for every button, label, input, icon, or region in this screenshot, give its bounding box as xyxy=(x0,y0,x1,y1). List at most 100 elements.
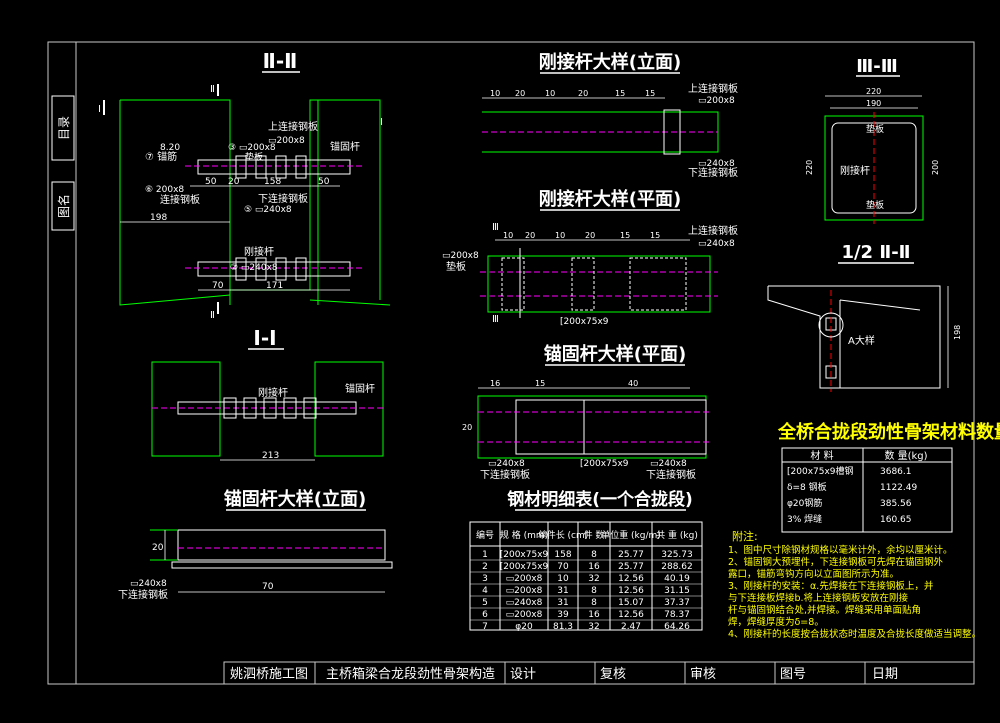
steel-cell: 16 xyxy=(588,610,600,620)
label-anchor-rod: 锚固杆 xyxy=(330,141,360,153)
steel-cell: 158 xyxy=(554,550,571,560)
rigid-elevation: 刚接杆大样(立面) 10 20 10 20 15 15 上连接钢板 ▭200x8… xyxy=(482,51,738,179)
total-row-3-material: φ20钢筋 xyxy=(787,497,822,509)
side-tab: 目录 图名 xyxy=(51,95,75,231)
steel-cell: 39 xyxy=(557,610,569,620)
steel-cell: 12.56 xyxy=(618,586,644,596)
anchor-plan-side: 20 xyxy=(462,423,472,432)
steel-cell: 3 xyxy=(482,574,488,584)
cut-mark-right: Ⅰ xyxy=(380,117,383,128)
steel-cell: 31 xyxy=(557,586,568,596)
steel-table-headers: 编号 规 格 (mm) 单件长 (cm) 件 数 单位重 (kg/m) 共 重 … xyxy=(476,529,698,541)
label-g2: ② ▭240x8 xyxy=(230,263,278,273)
steel-cell: 25.77 xyxy=(618,562,644,572)
title-block-design: 设计 xyxy=(510,667,536,682)
steel-cell: 2.47 xyxy=(621,622,641,632)
label-g7-anchor: ⑦ 锚筋 xyxy=(145,150,177,163)
steel-cell: 32 xyxy=(588,574,599,584)
steel-cell: ▭240x8 xyxy=(506,598,543,608)
title-block-approve: 审核 xyxy=(690,667,716,682)
rigid-plan-title: 刚接杆大样(平面) xyxy=(539,188,681,210)
steel-header-unitwt: 单位重 (kg/m) xyxy=(601,529,661,541)
section-I-I: Ⅰ-Ⅰ 刚接杆 锚固杆 213 xyxy=(151,326,384,461)
rigid-plan-dim-1: 10 xyxy=(503,231,513,240)
dim-50b: 50 xyxy=(318,177,330,187)
section-II-title: Ⅱ-Ⅱ xyxy=(263,49,298,73)
rigid-plan-pad-size: ▭200x8 xyxy=(442,251,479,261)
note-line: 1、图中尺寸除钢材规格以毫米计外，余均以厘米计。 xyxy=(728,544,953,556)
rigid-plan-channel: [200x75x9 xyxy=(560,317,609,327)
steel-cell: 4 xyxy=(482,586,488,596)
rigid-plan-dim-5: 15 xyxy=(620,231,630,240)
steel-cell: 31 xyxy=(557,598,568,608)
total-row-4-material: 3% 焊缝 xyxy=(787,513,822,525)
total-table-header-qty: 数 量(kg) xyxy=(884,449,927,462)
steel-cell: 8 xyxy=(591,586,597,596)
rigid-elev-lower-size: ▭240x8 xyxy=(698,159,735,169)
rigid-plan-dim-3: 10 xyxy=(555,231,565,240)
steel-cell: 12.56 xyxy=(618,610,644,620)
section-III-III: Ⅲ-Ⅲ 220 190 220 200 垫板 刚接杆 垫板 xyxy=(805,56,940,224)
half-section-detail: A大样 xyxy=(848,334,875,347)
anchor-plan-title: 锚固杆大样(平面) xyxy=(544,343,686,365)
rigid-plan-cut-bottom: Ⅲ xyxy=(492,314,499,325)
label-g3: ③ ▭200x8 xyxy=(228,143,276,153)
rigid-elev-dims: 10 20 10 20 15 15 xyxy=(490,89,655,98)
side-tab-drawing-name: 图名 xyxy=(56,194,71,218)
anchor-plan-lower-r: 下连接钢板 xyxy=(646,468,696,481)
steel-cell: 10 xyxy=(557,574,569,584)
side-tab-catalog: 目录 xyxy=(57,116,71,140)
label-plate-200x8: ▭200x8 xyxy=(268,136,305,146)
total-row-1-material: [200x75x9槽钢 xyxy=(787,465,854,477)
steel-cell: 12.56 xyxy=(618,574,644,584)
section-II-II: Ⅱ-Ⅱ Ⅱ Ⅱ Ⅰ Ⅰ 上连接钢板 ▭200x8 锚固杆 8 xyxy=(98,49,391,321)
steel-cell: φ20 xyxy=(515,622,533,632)
rigid-plan-upper-size: ▭240x8 xyxy=(698,239,735,249)
note-line: 4、刚接杆的长度按合拢状态时温度及合拢长度做适当调整。 xyxy=(728,628,981,640)
note-line: 与下连接板焊接b.将上连接钢板安放在刚接 xyxy=(728,592,909,604)
anchor-elev-plate: ▭240x8 xyxy=(130,579,167,589)
steel-header-len: 单件长 (cm) xyxy=(538,529,589,541)
label-g5: ⑤ ▭240x8 xyxy=(244,205,292,215)
steel-cell: 31.15 xyxy=(664,586,690,596)
note-line: 杆与锚固钢结合处,并焊接。焊缝采用单面贴角 xyxy=(728,604,921,616)
steel-header-count: 件 数 xyxy=(584,529,605,541)
section-III-title: Ⅲ-Ⅲ xyxy=(856,56,898,77)
steel-cell: 1 xyxy=(482,550,488,560)
title-block-project: 姚泗桥施工图 xyxy=(230,667,308,682)
total-row-4-qty: 160.65 xyxy=(880,515,912,525)
steel-cell: 15.07 xyxy=(618,598,644,608)
steel-cell: 25.77 xyxy=(618,550,644,560)
steel-cell: 288.62 xyxy=(661,562,693,572)
section-I-title: Ⅰ-Ⅰ xyxy=(253,326,276,350)
total-row-3-qty: 385.56 xyxy=(880,499,912,509)
steel-cell: 70 xyxy=(557,562,569,572)
rigid-elev-dim-1: 10 xyxy=(490,89,500,98)
anchor-elev-dim-h: 20 xyxy=(152,543,164,553)
steel-cell: 2 xyxy=(482,562,488,572)
dim-158: 158 xyxy=(264,177,281,187)
label-rigid-rod: 刚接杆 xyxy=(244,245,274,258)
section-III-dim-left: 220 xyxy=(805,160,814,175)
steel-cell: [200x75x9 xyxy=(500,562,549,572)
dim-20: 20 xyxy=(228,177,240,187)
steel-header-no: 编号 xyxy=(476,529,494,541)
rigid-elev-title: 刚接杆大样(立面) xyxy=(539,51,681,73)
rigid-elev-upper-plate: 上连接钢板 xyxy=(688,82,738,95)
steel-header-spec: 规 格 (mm) xyxy=(500,529,548,541)
steel-cell: ▭200x8 xyxy=(506,586,543,596)
notes: 附注: 1、图中尺寸除钢材规格以毫米计外，余均以厘米计。2、锚固钢大预埋件，下连… xyxy=(728,529,981,640)
half-section-II: 1/2 Ⅱ-Ⅱ A大样 198 xyxy=(767,242,962,392)
rigid-elev-dim-4: 20 xyxy=(578,89,588,98)
steel-cell: 8 xyxy=(591,598,597,608)
title-block: 姚泗桥施工图 主桥箱梁合龙段劲性骨架构造 设计 复核 审核 图号 日期 xyxy=(223,661,975,685)
note-line: 3、刚接杆的安装：α.先焊接在下连接钢板上，并 xyxy=(728,580,934,592)
section-III-pad: 垫板 xyxy=(866,123,884,135)
dim-50a: 50 xyxy=(205,177,217,187)
steel-cell: 5 xyxy=(482,598,488,608)
rigid-plan-cut-top: Ⅲ xyxy=(492,222,499,233)
title-block-review: 复核 xyxy=(600,667,626,682)
steel-header-total: 共 重 (kg) xyxy=(656,529,698,541)
steel-cell: 40.19 xyxy=(664,574,690,584)
